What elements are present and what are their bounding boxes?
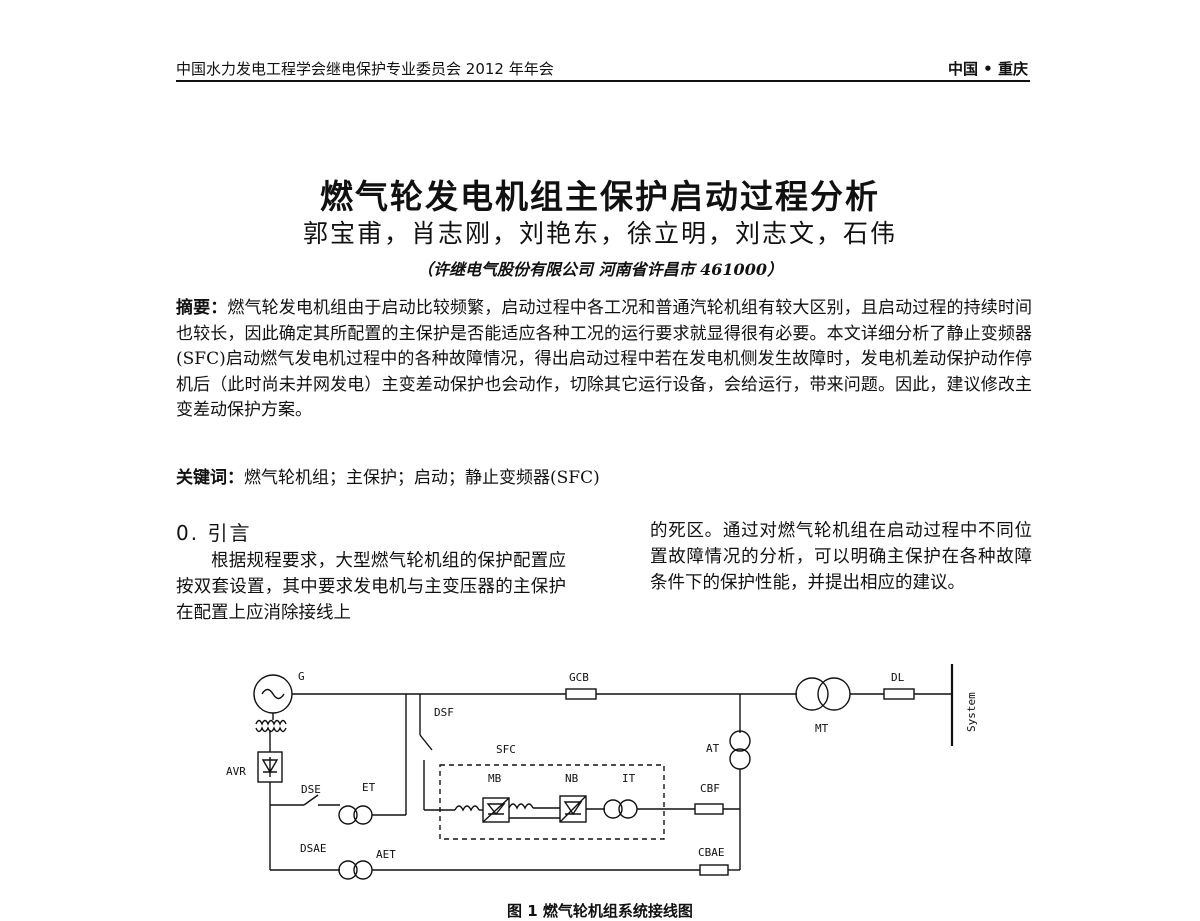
- label-system: System: [965, 692, 978, 732]
- it-winding-1: [603, 799, 623, 819]
- keywords: 关键词：燃气轮机组；主保护；启动；静止变频器(SFC): [176, 466, 1032, 491]
- figure-caption: 图 1 燃气轮机组系统接线图: [507, 902, 693, 920]
- abstract-label: 摘要：: [176, 298, 228, 318]
- label-it: IT: [622, 772, 636, 785]
- reactor-coil-icon: [454, 805, 480, 812]
- system-wiring-diagram: G GCB DL System MT DSF SFC AT AVR DSE ET…: [226, 664, 978, 880]
- paper-authors: 郭宝甫，肖志刚，刘艳东，徐立明，刘志文，石伟: [302, 219, 897, 248]
- section-heading: 0. 引言: [176, 521, 252, 545]
- label-dsae: DSAE: [300, 842, 327, 855]
- label-dse: DSE: [301, 783, 321, 796]
- abstract: 摘要：燃气轮发电机组由于启动比较频繁，启动过程中各工况和普通汽轮机组有较大区别，…: [176, 296, 1032, 424]
- keywords-text: 燃气轮机组；主保护；启动；静止变频器(SFC): [244, 468, 600, 488]
- gcb-breaker: [565, 688, 597, 700]
- label-dl: DL: [891, 671, 905, 684]
- cbae-breaker: [699, 864, 729, 876]
- dse-switch: [303, 794, 319, 806]
- label-avr: AVR: [226, 765, 246, 778]
- label-mt: MT: [815, 722, 829, 735]
- mb-converter: [482, 797, 510, 823]
- label-nb: NB: [565, 772, 579, 785]
- label-et: ET: [362, 781, 376, 794]
- conference-name: 中国水力发电工程学会继电保护专业委员会 2012 年年会: [176, 60, 554, 78]
- paper-title: 燃气轮发电机组主保护启动过程分析: [320, 177, 880, 216]
- dc-reactor-icon: [508, 803, 534, 810]
- mt-winding-1: [795, 677, 829, 711]
- body-column-left: 0. 引言 根据规程要求，大型燃气轮机组的保护配置应按双套设置，其中要求发电机与…: [176, 518, 566, 626]
- label-sfc: SFC: [496, 743, 516, 756]
- abstract-text: 燃气轮发电机组由于启动比较频繁，启动过程中各工况和普通汽轮机组有较大区别，且启动…: [176, 298, 1033, 421]
- label-gcb: GCB: [569, 671, 589, 684]
- mt-winding-2: [817, 677, 851, 711]
- running-header: 中国水力发电工程学会继电保护专业委员会 2012 年年会 中国 • 重庆: [176, 50, 1030, 82]
- keywords-label: 关键词：: [176, 468, 244, 488]
- at-winding-2: [729, 748, 751, 770]
- label-mb: MB: [488, 772, 502, 785]
- label-g: G: [298, 670, 305, 683]
- aet-winding-1: [338, 860, 358, 880]
- dl-breaker: [883, 688, 915, 700]
- sine-icon: [261, 688, 285, 700]
- sfc-box: [439, 764, 665, 840]
- body-column-right: 的死区。通过对燃气轮机组在启动过程中不同位置故障情况的分析，可以明确主保护在各种…: [650, 521, 1032, 593]
- body-paragraph: 根据规程要求，大型燃气轮机组的保护配置应按双套设置，其中要求发电机与主变压器的主…: [176, 551, 566, 623]
- et-winding-1: [338, 805, 358, 825]
- label-cbae: CBAE: [698, 846, 725, 859]
- label-cbf: CBF: [700, 782, 720, 795]
- paper-affiliation: （许继电气股份有限公司 河南省许昌市 461000）: [417, 260, 783, 279]
- at-winding-1: [729, 730, 751, 752]
- exciter-coil-icon: [255, 719, 287, 726]
- label-dsf: DSF: [434, 706, 454, 719]
- label-aet: AET: [376, 848, 396, 861]
- cbf-breaker: [694, 803, 724, 815]
- conference-location: 中国 • 重庆: [947, 60, 1028, 78]
- dsf-switch: [419, 734, 433, 751]
- label-at: AT: [706, 742, 720, 755]
